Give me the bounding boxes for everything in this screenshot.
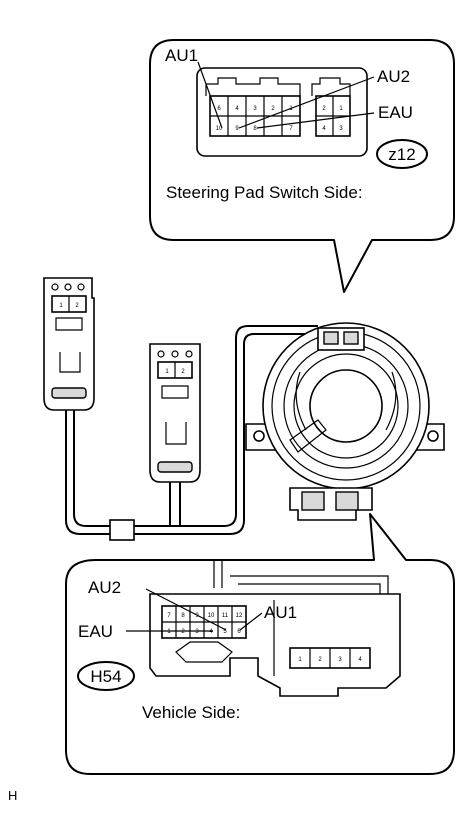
middle-connector: 1 2 bbox=[149, 343, 201, 483]
bottom-label-au2: AU2 bbox=[88, 578, 121, 597]
top-pin-6: 6 bbox=[217, 106, 221, 112]
top-pin-10: 10 bbox=[216, 126, 223, 132]
bottom-pin-6: 6 bbox=[237, 629, 241, 635]
bottom-pin-12: 12 bbox=[236, 613, 243, 619]
top-label-eau: EAU bbox=[378, 103, 413, 122]
top-label-au2: AU2 bbox=[377, 67, 410, 86]
bottom-pin-10: 10 bbox=[208, 613, 215, 619]
top-small-pin-1: 1 bbox=[339, 106, 343, 112]
spiral-cable-body bbox=[245, 322, 445, 521]
middle-connector-pin-1: 1 bbox=[165, 369, 169, 375]
bottom-pin-9: 9 bbox=[195, 613, 199, 619]
bottom-callout: 7 8 9 10 11 12 1 2 3 4 5 6 1 2 3 4 AU2 A… bbox=[65, 513, 455, 775]
bottom-connector-housing bbox=[149, 593, 401, 697]
bottom-small-pin-3: 3 bbox=[338, 657, 342, 663]
bottom-pin-3: 3 bbox=[195, 629, 199, 635]
middle-connector-pin-2: 2 bbox=[181, 369, 185, 375]
bottom-label-au1: AU1 bbox=[264, 603, 297, 622]
top-pin-8: 8 bbox=[253, 126, 257, 132]
top-pin-3: 3 bbox=[253, 106, 257, 112]
bottom-pin-4: 4 bbox=[209, 629, 213, 635]
au2-leader-bottom bbox=[145, 588, 227, 631]
left-connector-pin-1: 1 bbox=[59, 303, 63, 309]
top-callout: 6 4 3 2 1 10 9 8 7 2 1 4 3 AU1 AU2 EAU z… bbox=[149, 39, 455, 293]
top-callout-bubble bbox=[149, 39, 455, 293]
h54-code: H54 bbox=[90, 667, 121, 686]
eau-leader-top bbox=[256, 112, 375, 129]
bottom-pin-7: 7 bbox=[167, 613, 171, 619]
au1-leader-top bbox=[197, 61, 223, 129]
steering-pad-switch-side-label: Steering Pad Switch Side: bbox=[166, 183, 363, 202]
top-pin-4: 4 bbox=[235, 106, 239, 112]
bottom-label-eau: EAU bbox=[78, 622, 113, 641]
bottom-pin-2: 2 bbox=[181, 629, 185, 635]
bottom-small-pin-4: 4 bbox=[358, 657, 362, 663]
au1-leader-bottom bbox=[239, 612, 263, 631]
h54-code-oval bbox=[77, 661, 135, 691]
top-small-pin-2: 2 bbox=[322, 106, 326, 112]
top-small-pin-4: 4 bbox=[322, 126, 326, 132]
bottom-pin-1: 1 bbox=[167, 629, 171, 635]
bottom-callout-bubble bbox=[65, 513, 455, 775]
bottom-pin-5: 5 bbox=[223, 629, 227, 635]
bottom-pin-11: 11 bbox=[222, 613, 229, 619]
z12-code: z12 bbox=[388, 145, 415, 164]
harness-clip bbox=[109, 519, 135, 541]
left-connector-pin-2: 2 bbox=[75, 303, 79, 309]
bottom-small-pin-2: 2 bbox=[318, 657, 322, 663]
footer-code: H bbox=[8, 788, 17, 803]
top-pin-7: 7 bbox=[289, 126, 293, 132]
spiral-cable-center bbox=[309, 369, 383, 443]
top-pin-2: 2 bbox=[271, 106, 275, 112]
bottom-small-pin-1: 1 bbox=[298, 657, 302, 663]
bottom-pin-8: 8 bbox=[181, 613, 185, 619]
top-label-au1: AU1 bbox=[165, 46, 198, 65]
au2-leader-top bbox=[238, 76, 375, 129]
left-connector: 1 2 bbox=[43, 277, 95, 411]
vehicle-side-label: Vehicle Side: bbox=[142, 703, 240, 722]
wire-harness bbox=[65, 325, 318, 541]
z12-code-oval bbox=[376, 139, 428, 169]
top-small-pin-3: 3 bbox=[339, 126, 343, 132]
top-pin-1: 1 bbox=[289, 106, 293, 112]
top-pin-9: 9 bbox=[235, 126, 239, 132]
